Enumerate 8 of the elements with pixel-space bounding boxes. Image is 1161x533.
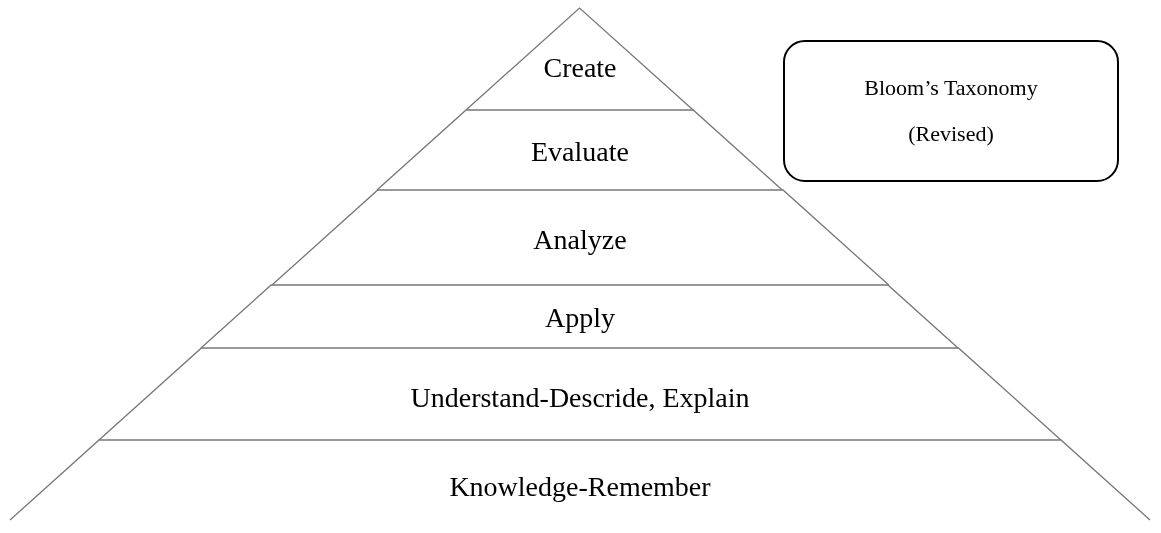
title-card (783, 40, 1119, 182)
level-label: Analyze (533, 224, 627, 256)
title-text: Bloom’s Taxonomy (Revised) (863, 73, 1039, 148)
level-label: Apply (545, 302, 615, 334)
level-label: Understand-Descride, Explain (410, 382, 750, 414)
level-label: Evaluate (531, 136, 629, 168)
level-label: Create (543, 52, 617, 84)
level-label: Knowledge-Remember (449, 471, 711, 503)
